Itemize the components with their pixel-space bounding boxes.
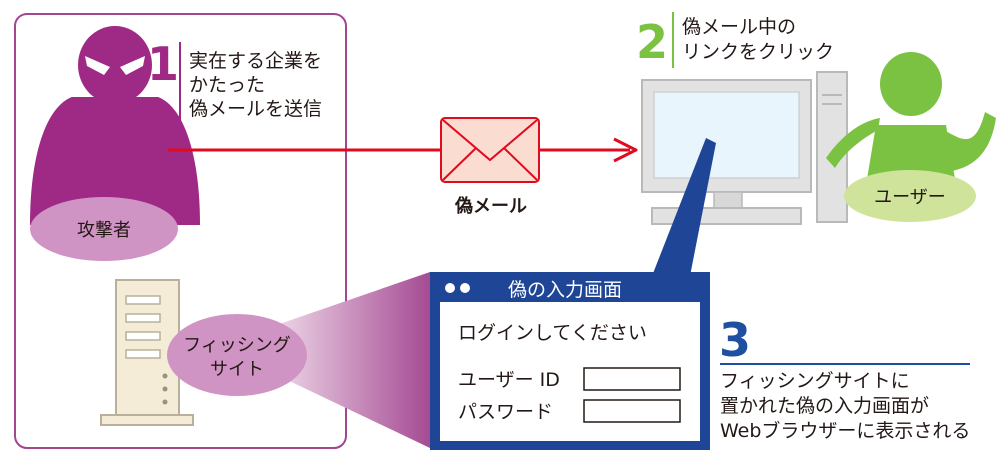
step3-number: 3 (719, 313, 751, 367)
user-id-input[interactable] (583, 367, 681, 391)
step2-number: 2 (636, 15, 668, 69)
user-figure-icon (826, 52, 996, 185)
step1-number: 1 (147, 37, 179, 91)
step1-line-1: 実在する企業を (189, 50, 322, 72)
phishing-site-bubble (167, 314, 307, 396)
password-input[interactable] (583, 399, 681, 423)
attacker-zone-frame (14, 13, 347, 449)
projection-beam (262, 272, 430, 448)
attacker-figure-icon (30, 26, 200, 225)
step3-line-3: Webブラウザーに表示される (720, 419, 970, 442)
login-prompt: ログインしてください (458, 322, 647, 344)
password-label: パスワード (458, 401, 553, 423)
user-label-bubble (844, 170, 976, 222)
window-dot-icon (460, 283, 470, 293)
step1-line-3: 偽メールを送信 (189, 98, 322, 120)
fake-mail-label: 偽メール (454, 195, 527, 217)
step1-line-2: かたった (189, 74, 265, 96)
envelope-icon (440, 117, 540, 183)
computer-icon (641, 71, 848, 225)
phishing-site-label-line-2: サイト (210, 359, 264, 380)
attacker-label-bubble (30, 197, 178, 261)
user-id-label: ユーザー ID (458, 369, 560, 391)
attacker-label: 攻撃者 (77, 220, 131, 241)
callout-pointer (652, 138, 716, 276)
step3-line-1: フィッシングサイトに (720, 370, 910, 392)
phishing-site-label-line-1: フィッシング (183, 335, 291, 356)
window-dot-icon (445, 283, 455, 293)
fake-window-title: 偽の入力画面 (508, 279, 622, 301)
step2-line-2: リンクをクリック (682, 41, 834, 63)
fake-login-window: 偽の入力画面 ログインしてください ユーザー ID パスワード (430, 272, 710, 450)
step3-line-2: 置かれた偽の入力画面が (720, 395, 929, 417)
step2-line-1: 偽メール中の (682, 16, 796, 38)
user-label: ユーザー (874, 187, 946, 208)
mail-arrow-head (613, 137, 638, 163)
